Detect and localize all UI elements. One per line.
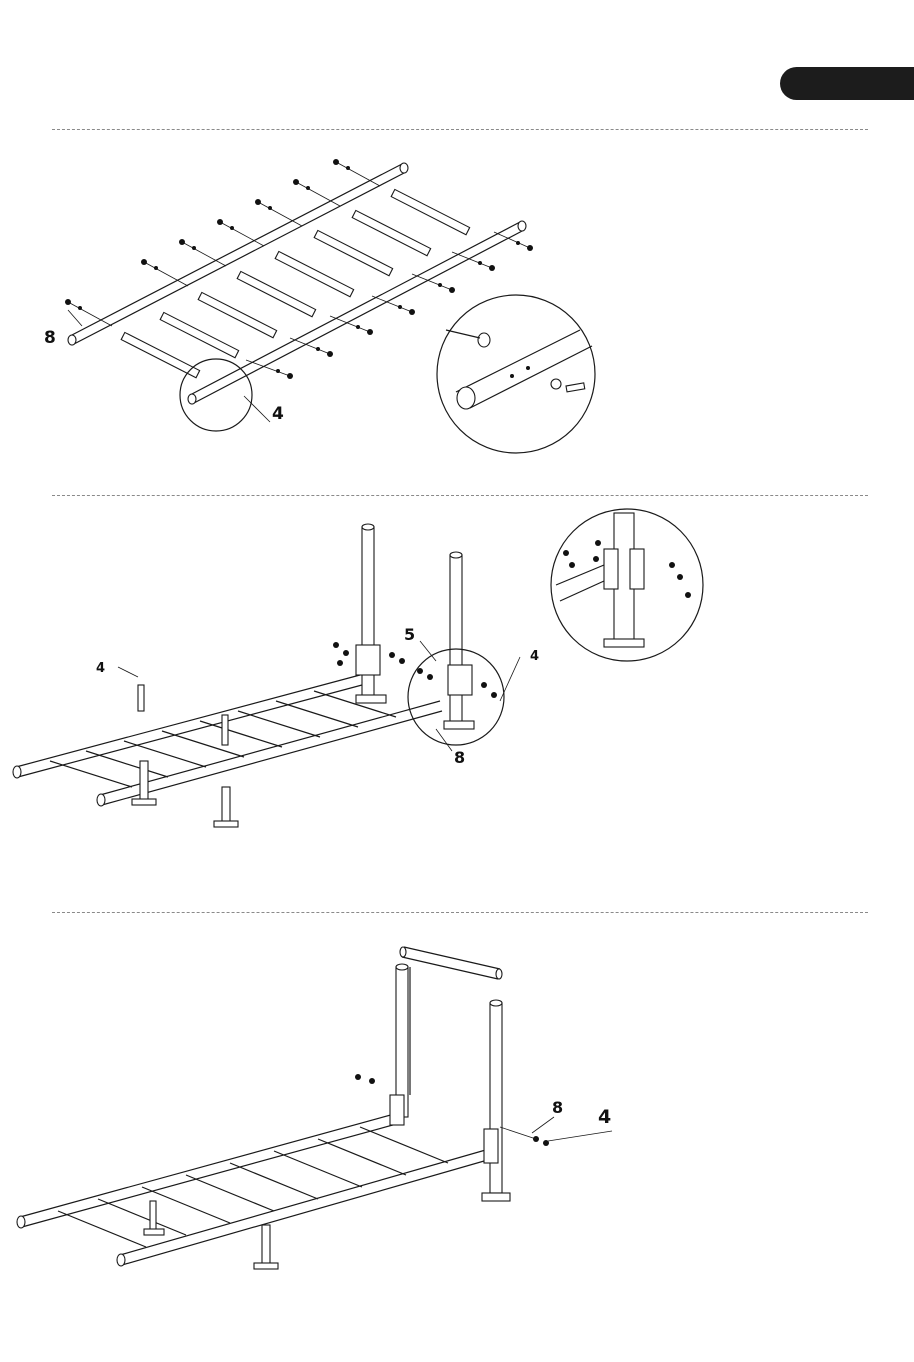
callout-label-4: 4: [272, 404, 284, 424]
callout-label-4: 4: [598, 1106, 611, 1128]
section-divider-2: [52, 495, 868, 496]
callout-label-5: 5: [404, 625, 415, 644]
top-crossbar-attachment-illustration: 8 4: [0, 925, 914, 1345]
callout-label-8: 8: [44, 328, 56, 348]
support-legs: [132, 685, 238, 827]
section-divider-3: [52, 912, 868, 913]
callout-label-4-right: 4: [530, 649, 539, 664]
frame-upright-attachment-illustration: 4 5 4 8: [0, 505, 914, 905]
assembly-step-3: 8 4: [0, 925, 914, 1345]
section-divider-1: [52, 129, 868, 130]
support-legs: [144, 1201, 278, 1269]
callout-label-8: 8: [454, 748, 465, 767]
magnified-bracket-detail: [551, 509, 703, 661]
magnified-detail-view: [437, 295, 595, 453]
callout-label-4-left: 4: [96, 661, 105, 676]
upright-posts: [396, 964, 510, 1201]
ladder-frame-exploded-illustration: 8 4: [0, 140, 914, 470]
section-tab-badge: [780, 67, 914, 100]
corner-brackets: [333, 642, 497, 698]
callout-label-8: 8: [552, 1098, 563, 1117]
ladder-frame: [17, 1113, 498, 1266]
top-crossbar: [400, 947, 502, 979]
corner-brackets: [355, 1074, 549, 1163]
assembly-step-1: 8 4: [0, 140, 914, 470]
assembly-step-2: 4 5 4 8: [0, 505, 914, 905]
